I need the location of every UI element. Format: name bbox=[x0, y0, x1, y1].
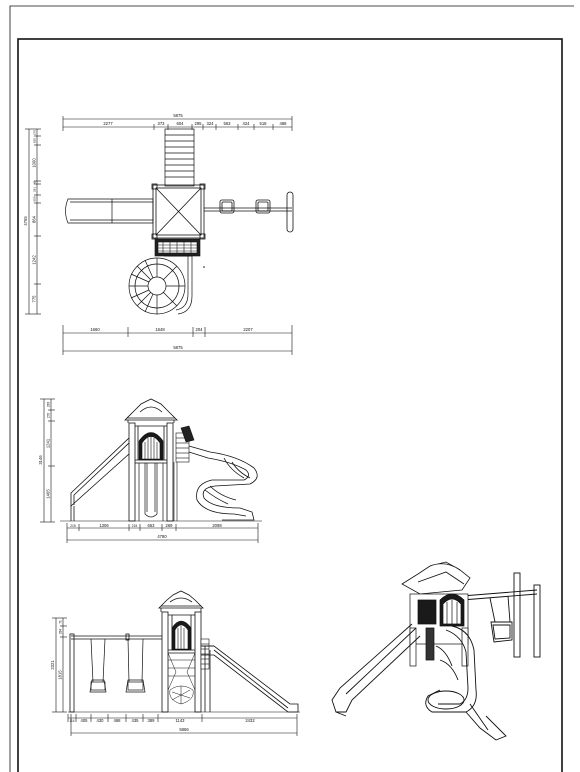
plan-left-dim: 1242 bbox=[32, 255, 37, 265]
perspective-swing-frame bbox=[461, 572, 541, 658]
side-arch-panel bbox=[171, 620, 192, 651]
side-bottom-dim: 2432 bbox=[245, 718, 255, 723]
side-left-dim: 1815 bbox=[58, 670, 63, 680]
side-tower-roof bbox=[158, 590, 204, 612]
front-tower-roof bbox=[124, 398, 178, 423]
plan-view: 5875 2277 373 604 295 324 563 424 518 48… bbox=[23, 113, 294, 355]
plan-top-dim: 324 bbox=[207, 121, 215, 126]
plan-top-dim: 518 bbox=[260, 121, 268, 126]
plan-top-dim: 2277 bbox=[103, 121, 113, 126]
plan-top-dim: 488 bbox=[280, 121, 288, 126]
side-bottom-total: 5866 bbox=[179, 727, 189, 732]
plan-top-dimensions bbox=[62, 116, 293, 131]
front-bottom-dim: 269 bbox=[166, 523, 174, 528]
plan-top-dim: 604 bbox=[177, 121, 185, 126]
plan-top-total: 5875 bbox=[173, 113, 183, 118]
perspective-tower-body bbox=[409, 593, 469, 667]
side-elevation: 2321 71 284 1815 bbox=[50, 590, 300, 736]
outer-frame bbox=[9, 5, 574, 772]
side-bottom-dim: 114 bbox=[69, 719, 74, 723]
plan-bottom-dim: 1648 bbox=[155, 327, 165, 332]
front-bottom-dimensions bbox=[66, 523, 259, 543]
side-swing-frame bbox=[69, 633, 162, 713]
plan-tower-platform bbox=[151, 183, 206, 240]
plan-top-dim: 563 bbox=[224, 121, 232, 126]
plan-left-dim: 775 bbox=[32, 295, 37, 303]
front-spiral-slide bbox=[188, 445, 258, 521]
plan-swing-beam bbox=[204, 191, 294, 233]
perspective-straight-slide bbox=[331, 623, 421, 717]
front-left-dim: 283 bbox=[47, 402, 51, 408]
plan-top-dim: 424 bbox=[243, 121, 251, 126]
plan-bottom-dim: 204 bbox=[196, 327, 204, 332]
front-bottom-dim: 215 bbox=[132, 524, 138, 528]
plan-spiral-slide bbox=[128, 255, 193, 315]
plan-left-dim: 864 bbox=[32, 215, 37, 223]
front-left-dim: 270 bbox=[47, 413, 51, 419]
plan-left-dim: 43 bbox=[34, 181, 37, 184]
plan-left-dimensions bbox=[25, 128, 41, 315]
side-bottom-dim: 435 bbox=[132, 718, 140, 723]
front-left-dimensions bbox=[40, 398, 55, 523]
side-bottom-dim: 468 bbox=[114, 718, 122, 723]
front-left-total: 3146 bbox=[38, 455, 43, 465]
plan-bottom-dim: 1660 bbox=[90, 327, 100, 332]
side-left-dim: 71 bbox=[59, 620, 63, 624]
perspective-view bbox=[331, 561, 541, 741]
front-left-dim: 1465 bbox=[46, 489, 51, 499]
side-climbing-net bbox=[167, 652, 196, 705]
front-elevation: 3146 283 270 1241 1465 bbox=[38, 398, 262, 543]
front-bottom-total: 4780 bbox=[157, 534, 167, 539]
side-bottom-dim: 389 bbox=[148, 718, 156, 723]
side-bottom-dimensions bbox=[67, 714, 298, 736]
front-step-ladder bbox=[173, 425, 195, 521]
side-straight-slide bbox=[201, 645, 299, 713]
plan-marker-dot bbox=[203, 266, 205, 268]
side-swing-seats bbox=[89, 638, 146, 693]
front-straight-slide bbox=[70, 437, 130, 521]
side-left-dim: 284 bbox=[59, 629, 63, 635]
plan-bottom-dim: 2207 bbox=[243, 327, 253, 332]
plan-step-block bbox=[154, 238, 201, 257]
plan-left-dim: 270 bbox=[33, 130, 37, 135]
plan-bottom-dimensions bbox=[62, 325, 293, 355]
plan-top-dim: 295 bbox=[195, 121, 203, 126]
plan-left-dim: 820 bbox=[33, 138, 37, 143]
plan-ladder bbox=[164, 128, 195, 187]
front-bottom-dim: 1306 bbox=[99, 523, 109, 528]
plan-top-dim: 373 bbox=[158, 121, 166, 126]
front-tube-slide bbox=[138, 463, 164, 521]
side-left-dimensions bbox=[52, 617, 67, 713]
side-bottom-dim: 405 bbox=[81, 718, 89, 723]
front-bottom-dim: 2098 bbox=[212, 523, 222, 528]
plan-bottom-total: 5875 bbox=[173, 345, 183, 350]
plan-left-dim: 1000 bbox=[32, 158, 37, 168]
perspective-tower-roof bbox=[401, 561, 471, 595]
front-left-dim: 1241 bbox=[46, 438, 51, 448]
side-left-total: 2321 bbox=[50, 660, 55, 670]
side-bottom-dim: 430 bbox=[97, 718, 105, 723]
front-arch-panel bbox=[138, 432, 164, 461]
perspective-spiral-slide bbox=[425, 625, 507, 741]
front-bottom-dim: 215 bbox=[70, 524, 76, 528]
front-bottom-dim: 653 bbox=[148, 523, 156, 528]
drawing-border bbox=[17, 38, 563, 772]
plan-left-dim: 550 bbox=[33, 196, 37, 201]
side-bottom-dim: 1143 bbox=[175, 718, 185, 723]
plan-left-dim: 281 bbox=[33, 187, 37, 192]
plan-left-total: 4765 bbox=[23, 216, 28, 226]
plan-straight-slide bbox=[65, 198, 154, 224]
